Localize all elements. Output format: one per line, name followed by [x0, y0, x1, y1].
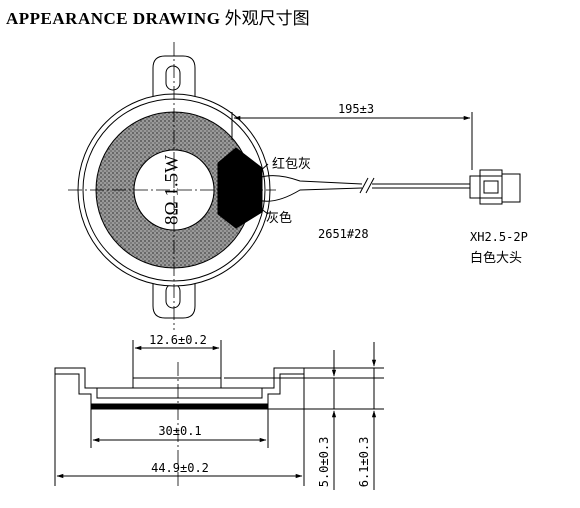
side-view: [54, 340, 384, 490]
wire-length-label: 195±3: [338, 102, 374, 116]
overall-diameter-label: 44.9±0.2: [151, 461, 209, 475]
page-title: APPEARANCE DRAWING 外观尺寸图: [6, 4, 310, 29]
dome-diameter-label: 12.6±0.2: [149, 333, 207, 347]
wire-spec-label: 2651#28: [318, 227, 369, 241]
title-english: APPEARANCE DRAWING: [6, 9, 221, 28]
inner-diameter-label: 30±0.1: [158, 424, 201, 438]
connector-model-label: XH2.5-2P: [470, 230, 528, 244]
side-base-plate: [90, 403, 269, 410]
wire-grey-label: 灰色: [266, 210, 292, 226]
wire-bundle: [257, 175, 470, 202]
height-1-label: 5.0±0.3: [317, 437, 331, 488]
speaker-rating-marking: 8Ω 1.5W: [162, 155, 183, 225]
side-dome: [132, 377, 222, 389]
top-view: [68, 42, 521, 330]
height-2-label: 6.1±0.3: [357, 437, 371, 488]
wire-exit-glue: [217, 147, 263, 229]
title-chinese: 外观尺寸图: [224, 9, 310, 28]
connector-xh: [469, 169, 521, 205]
connector-desc-label: 白色大头: [470, 250, 522, 266]
wire-red-label: 红包灰: [272, 156, 311, 172]
